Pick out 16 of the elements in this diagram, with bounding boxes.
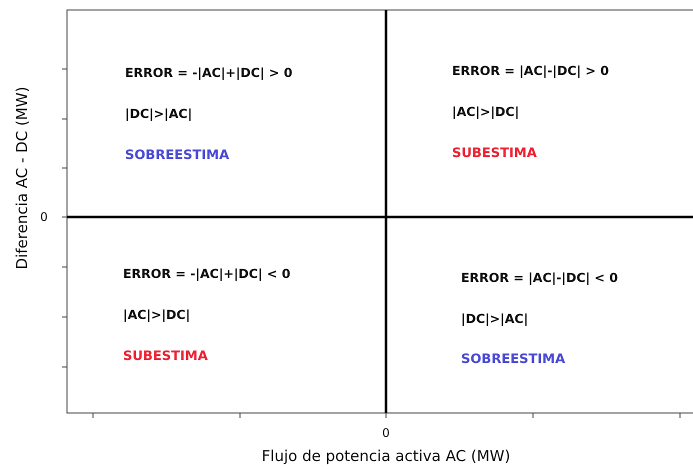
formula-label: ERROR = -|AC|+|DC| < 0 — [123, 266, 290, 282]
tick-label: 0 — [382, 425, 390, 441]
formula-label: ERROR = |AC|-|DC| > 0 — [452, 63, 609, 79]
tick-label: 0 — [40, 209, 48, 225]
outcome-label: SOBREESTIMA — [125, 148, 230, 164]
formula-label: ERROR = -|AC|+|DC| > 0 — [125, 65, 292, 81]
condition-label: |DC|>|AC| — [125, 106, 192, 122]
axis-title: Diferencia AC - DC (MW) — [14, 86, 30, 270]
condition-label: |DC|>|AC| — [461, 311, 528, 327]
condition-label: |AC|>|DC| — [452, 104, 520, 120]
outcome-label: SUBESTIMA — [123, 349, 208, 365]
outcome-label: SOBREESTIMA — [461, 352, 566, 368]
condition-label: |AC|>|DC| — [123, 307, 190, 323]
outcome-label: SUBESTIMA — [452, 146, 537, 162]
formula-label: ERROR = |AC|-|DC| < 0 — [461, 270, 618, 286]
axis-title: Flujo de potencia activa AC (MW) — [262, 448, 510, 464]
